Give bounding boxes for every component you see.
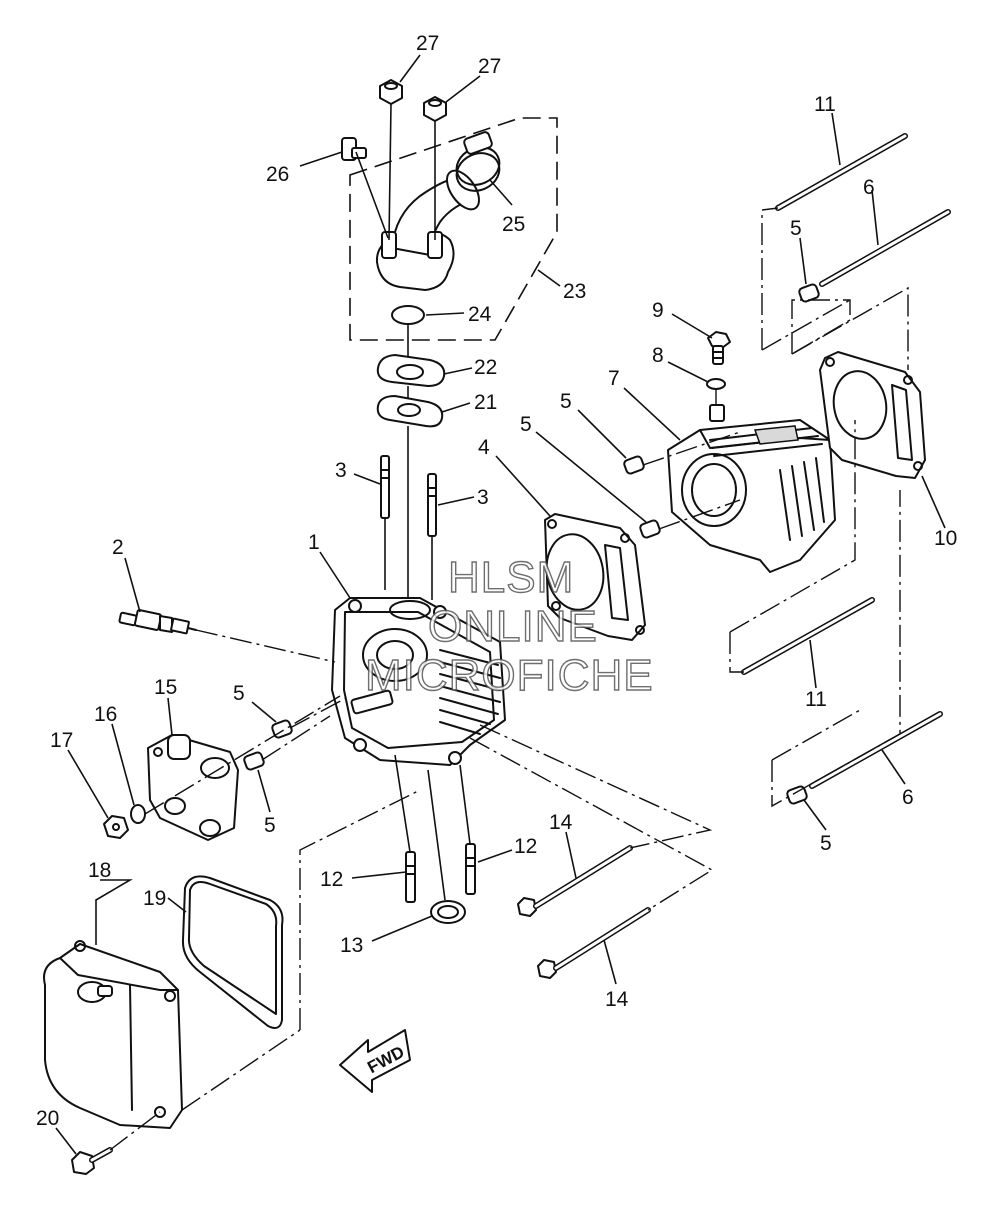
callout-21: 21 [474,391,497,414]
dowel-pin-b [639,519,661,539]
callout-5-b: 5 [520,413,532,436]
callout-11-top: 11 [814,93,836,116]
washer-16 [130,804,146,824]
callout-12-left: 12 [320,868,343,891]
washer-8 [706,378,726,390]
valve-cover [43,940,183,1129]
hose-clamp [455,131,501,192]
callout-7: 7 [608,367,620,390]
vacuum-fitting [341,137,367,161]
stud-left [380,455,390,519]
callout-19: 19 [143,887,166,910]
nut-right [423,96,447,122]
callout-5-a: 5 [560,390,572,413]
callout-3-left: 3 [335,459,347,482]
o-ring [391,305,425,325]
dowel-pin-d [786,785,808,805]
bolt-14-lower [537,907,651,979]
stud-right [427,473,437,537]
callout-25: 25 [502,213,525,236]
watermark-line-1: HLSM [448,553,574,602]
dowel-pin-f [243,751,265,771]
callout-5-f: 5 [264,814,276,837]
callout-17: 17 [50,729,73,752]
callout-14-bottom: 14 [605,988,629,1011]
watermark-line-2: ONLINE [428,602,598,651]
cylinder-gasket [544,513,646,641]
callout-6-bottom: 6 [902,786,914,809]
cylinder-head [331,597,506,766]
callout-9: 9 [652,299,664,322]
callout-5-e: 5 [233,682,245,705]
stud-12-right [465,843,476,895]
callout-22: 22 [474,356,497,379]
intake-insulator [376,354,446,387]
cylinder-base-gasket [819,351,926,479]
callout-11-bottom: 11 [805,688,827,711]
callout-26: 26 [266,163,289,186]
nut-left [379,79,403,105]
intake-assembly-box [349,117,558,341]
callout-27-left: 27 [416,32,439,55]
callout-15: 15 [154,676,177,699]
valve-cover-gasket [181,875,284,1029]
callout-13: 13 [340,934,363,957]
callout-leaders [55,54,946,1155]
watermark: HLSM ONLINE MICROFICHE [364,552,654,700]
callout-20: 20 [36,1107,59,1130]
callout-5-d: 5 [820,832,832,855]
long-stud-11-bottom [741,597,875,675]
callout-14-top: 14 [549,811,573,834]
bolt-14-upper [517,845,633,917]
stud-12-left [405,851,416,903]
callout-12-right: 12 [514,835,537,858]
watermark-line-3: MICROFICHE [365,651,654,700]
intake-gasket [376,395,444,428]
callout-27-right: 27 [478,55,501,78]
long-stud-6-bottom [809,711,943,789]
dowel-pin-a [623,455,645,475]
callout-2: 2 [112,536,124,559]
callout-5-c: 5 [790,217,802,240]
callout-3-right: 3 [477,486,489,509]
bolt-9 [707,331,731,365]
cylinder [667,404,836,573]
oil-seal-13 [430,900,466,924]
callout-18: 18 [88,859,111,882]
callout-24: 24 [468,303,492,326]
spark-plug [118,609,197,635]
long-stud-11-top [775,133,908,211]
nut-17 [103,815,129,839]
bolt-20 [71,1147,113,1175]
cam-bracket [147,734,239,841]
callout-8: 8 [652,344,664,367]
forward-arrow: FWD [339,1029,411,1093]
long-stud-6-top [819,209,951,287]
callout-23: 23 [563,280,586,303]
callout-10: 10 [934,527,957,550]
callout-4: 4 [478,436,490,459]
callout-16: 16 [94,703,117,726]
callout-6-top: 6 [863,176,875,199]
callout-1: 1 [308,531,320,554]
